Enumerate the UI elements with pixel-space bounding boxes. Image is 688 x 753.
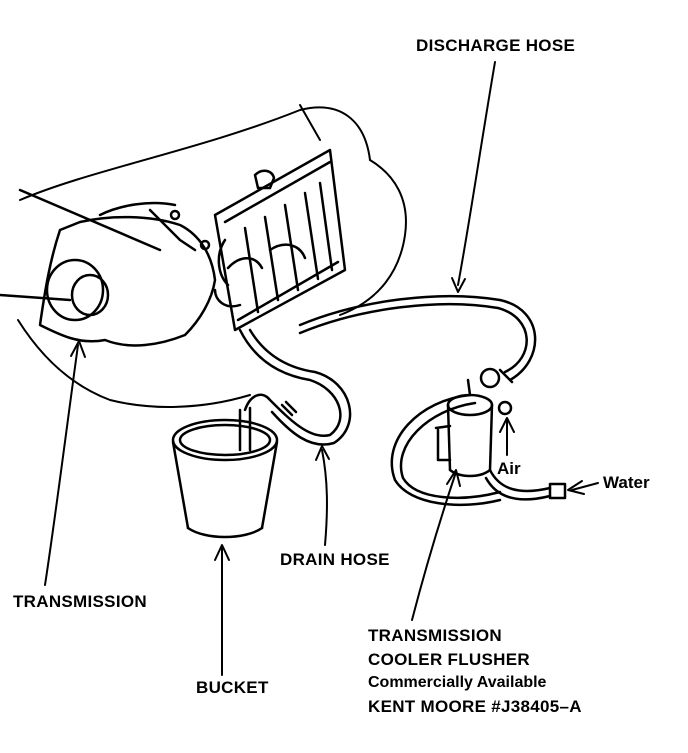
radiator — [215, 150, 345, 330]
flusher-label-line3: Commercially Available — [368, 675, 546, 691]
transmission-housing — [0, 190, 215, 345]
discharge-hose-label: DISCHARGE HOSE — [416, 37, 575, 54]
bucket — [173, 408, 277, 537]
water-label: Water — [603, 474, 650, 491]
air-label: Air — [497, 460, 521, 477]
transmission-label: TRANSMISSION — [13, 593, 147, 610]
flusher-label-line1: TRANSMISSION — [368, 627, 502, 644]
drain-hose-label: DRAIN HOSE — [280, 551, 390, 568]
bucket-label: BUCKET — [196, 679, 269, 696]
flusher-label-line2: COOLER FLUSHER — [368, 651, 530, 668]
drain-hose — [240, 330, 350, 445]
flusher-label-line4: KENT MOORE #J38405–A — [368, 698, 582, 715]
